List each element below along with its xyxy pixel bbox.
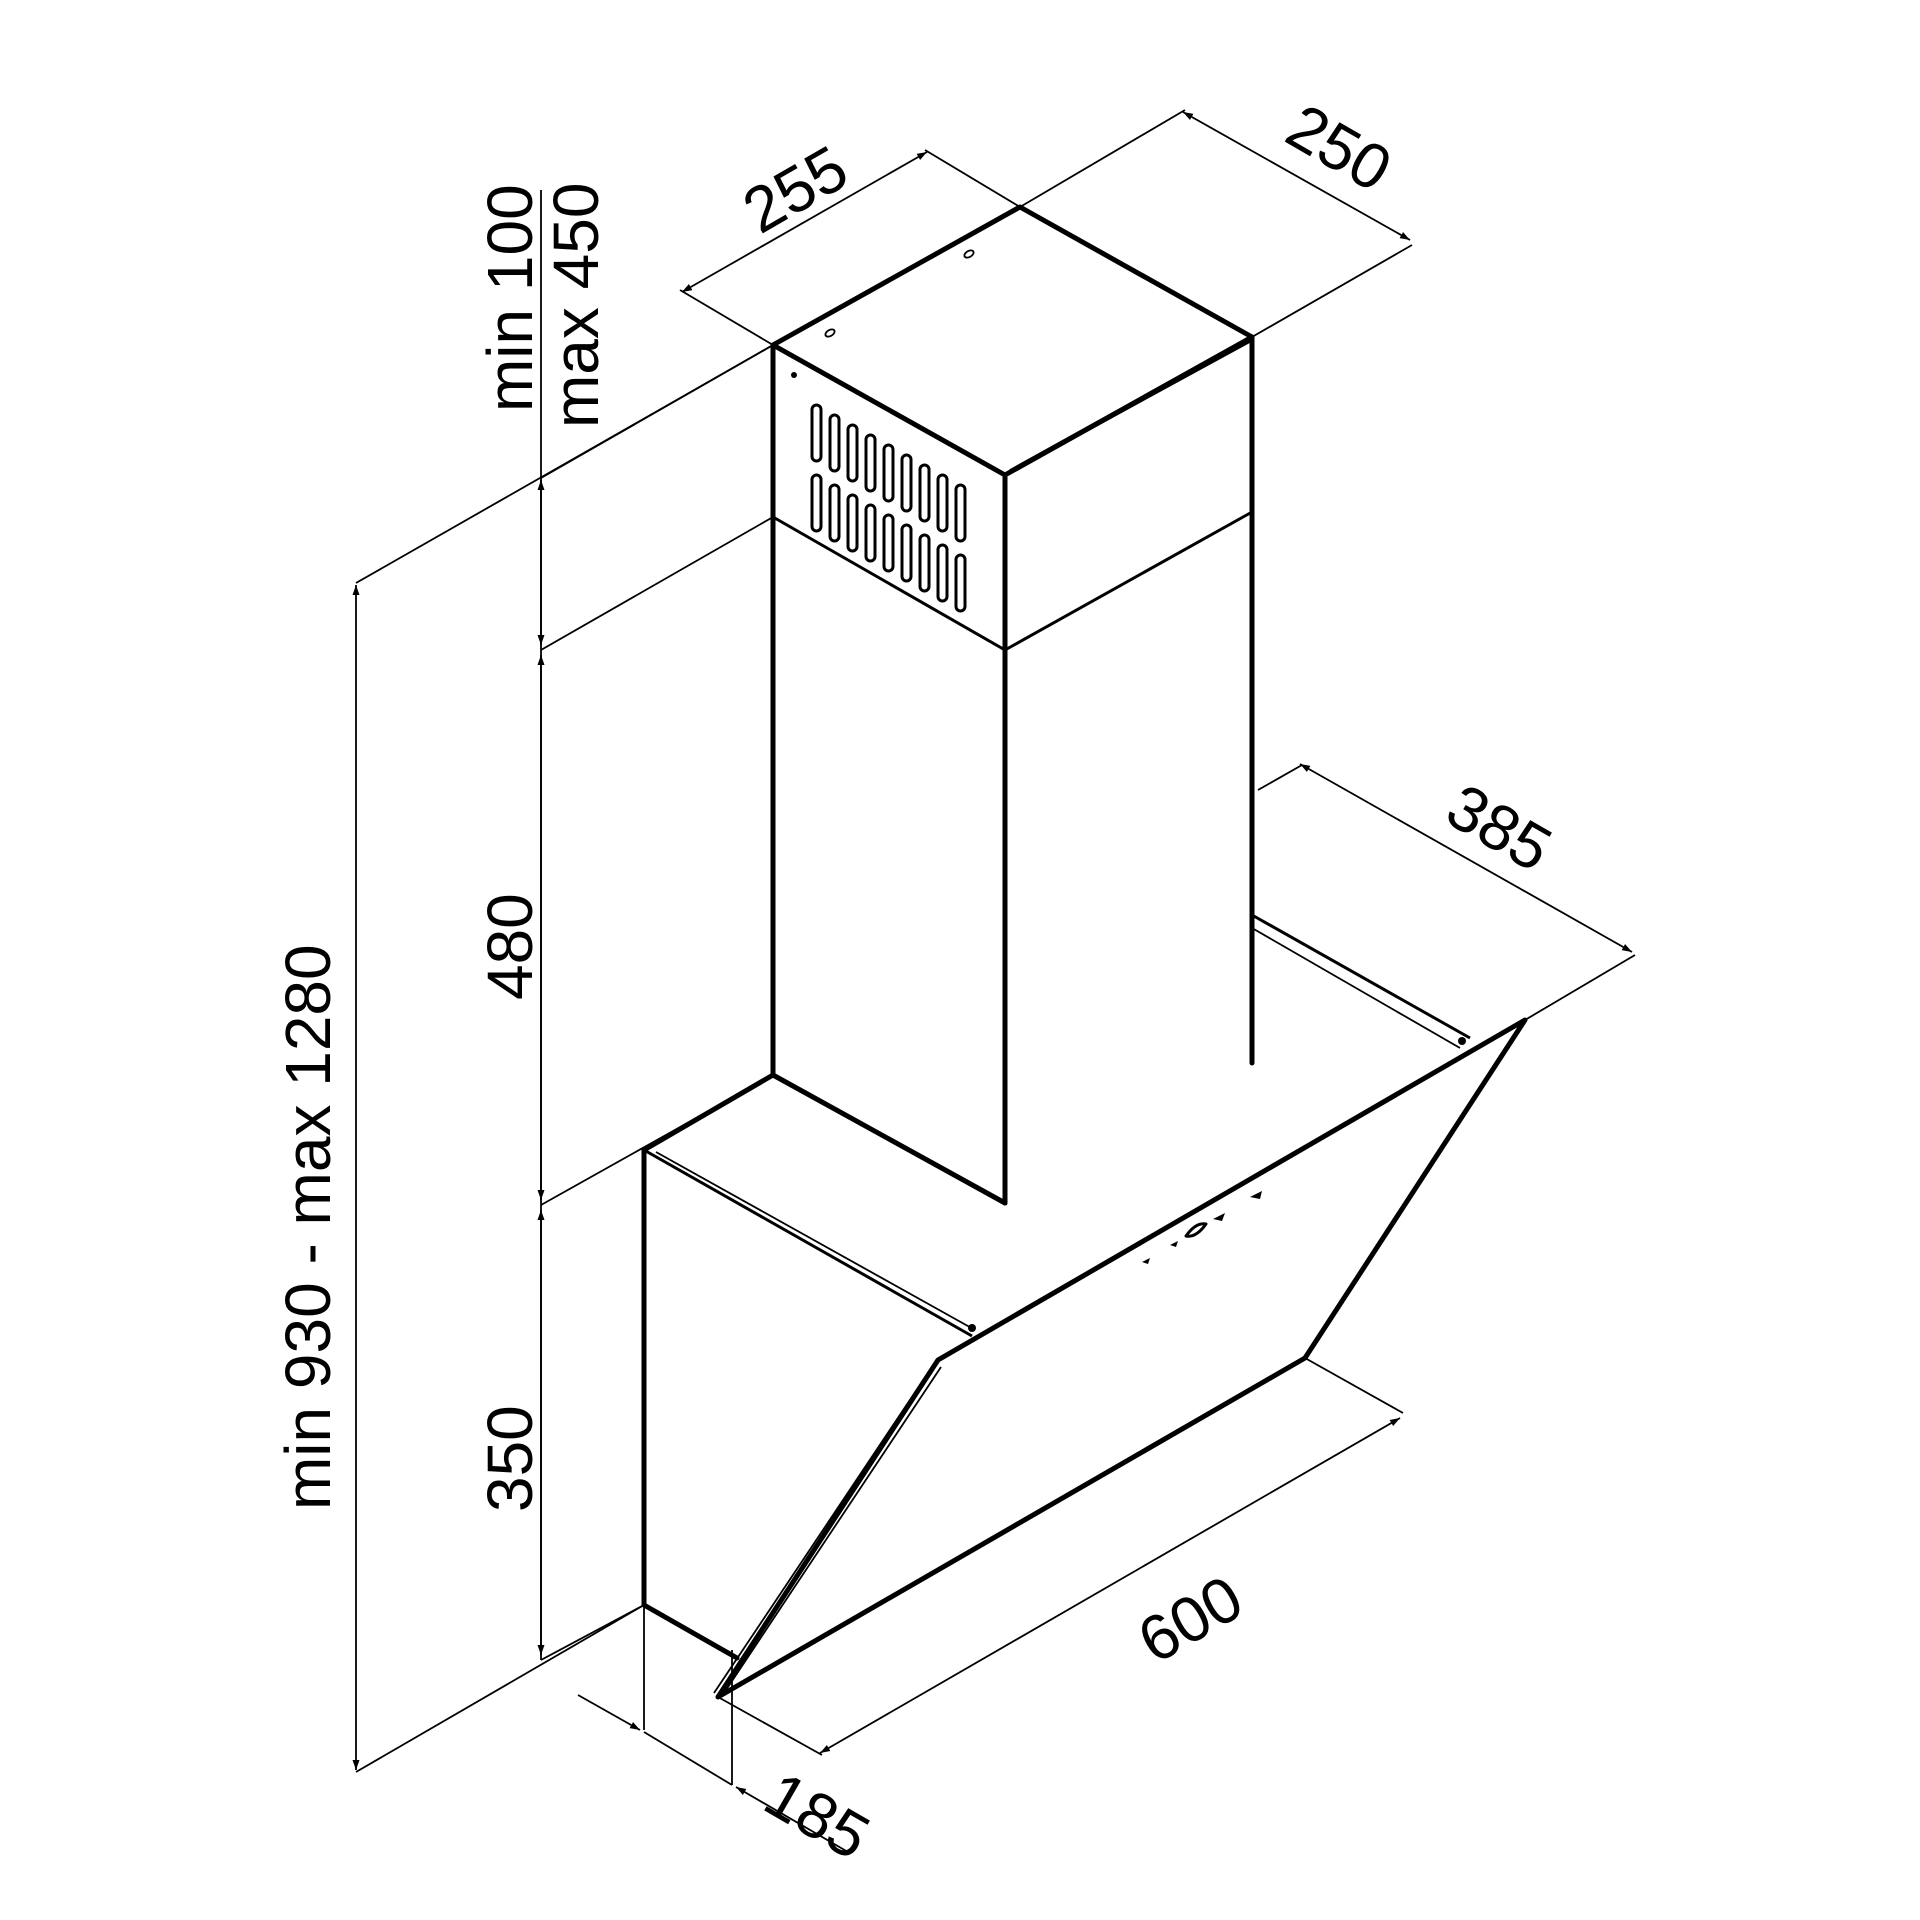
vent-slot [864,433,877,493]
glass-panel-outline [715,1017,1528,1700]
label-255: 255 [731,131,859,247]
vent-slot [810,473,823,533]
vent-slot [846,493,859,553]
label-350: 350 [474,1405,546,1512]
label-385: 385 [1435,770,1563,886]
vent-slot [828,413,841,473]
vent-slot [828,483,841,543]
label-185: 185 [753,1758,881,1874]
label-480: 480 [474,893,546,1000]
mount-hole-icon [824,328,836,338]
telescopic-joint-line [772,510,1253,652]
vent-slot [936,543,949,603]
vent-slots [810,403,967,613]
label-600: 600 [1126,1561,1254,1677]
vent-slot [846,423,859,483]
timer-icon[interactable] [1250,1191,1262,1199]
dim-250: 250 [1019,90,1413,338]
chimney-top-face [770,204,1255,478]
vent-slot [900,523,913,583]
label-total-height: min 930 - max 1280 [272,944,344,1510]
control-panel [1142,1191,1262,1264]
label-250: 250 [1275,90,1403,206]
speed-down-icon[interactable] [1170,1241,1178,1247]
dim-600: 600 [717,1357,1404,1756]
hood-body [641,913,1471,1661]
vent-slot [936,473,949,533]
screw-icon [968,1324,976,1332]
glass-panel [713,1017,1528,1700]
label-min-100: min 100 [474,184,546,412]
screw-icon [1458,1037,1466,1045]
dim-385: 385 [1257,763,1636,1021]
vent-slot [810,403,823,463]
light-icon[interactable] [1142,1258,1150,1264]
vent-slot [918,463,931,523]
screw-icon [791,372,797,378]
label-max-450: max 450 [540,183,612,428]
mount-hole-icon [963,249,975,259]
speed-up-icon[interactable] [1213,1213,1225,1221]
vent-slot [954,553,967,613]
vent-slot [882,513,895,573]
vent-slot [900,453,913,513]
dim-total-height: min 930 - max 1280 [272,344,774,1773]
vent-slot [864,503,877,563]
power-icon[interactable] [1184,1222,1208,1238]
vent-slot [882,443,895,503]
vent-slot [954,483,967,543]
dim-vertical-stack: min 100 max 450 480 350 [474,183,774,1661]
vent-slot [918,533,931,593]
chimney [770,204,1255,1206]
dim-185: 185 [577,1605,881,1874]
